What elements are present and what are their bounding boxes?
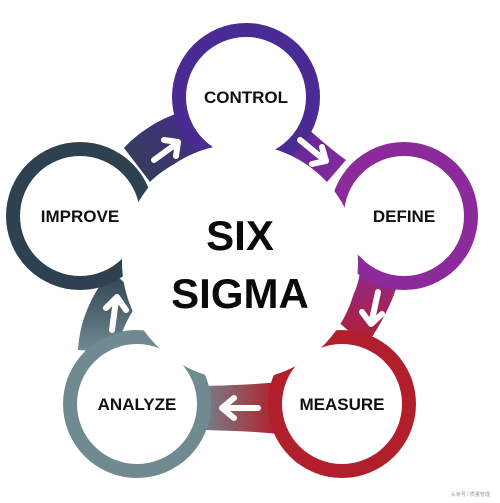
node-disks bbox=[20, 37, 464, 464]
analyze-disk bbox=[77, 344, 197, 464]
measure-disk bbox=[282, 344, 402, 464]
control-label: CONTROL bbox=[204, 88, 288, 107]
control-disk bbox=[186, 37, 306, 157]
analyze-label: ANALYZE bbox=[98, 395, 177, 414]
improve-label: IMPROVE bbox=[41, 207, 119, 226]
arrow-improve-to-control-icon bbox=[151, 137, 181, 163]
define-label: DEFINE bbox=[373, 207, 435, 226]
watermark: 头条号 / 质量管理 bbox=[451, 491, 490, 498]
center-title-line1: SIX bbox=[206, 212, 274, 259]
define-disk bbox=[344, 156, 464, 276]
flow-arrows bbox=[103, 137, 385, 421]
measure-label: MEASURE bbox=[299, 395, 384, 414]
center-title-line2: SIGMA bbox=[171, 270, 309, 317]
arrow-analyze-to-improve-icon bbox=[103, 294, 129, 333]
improve-disk bbox=[20, 156, 140, 276]
arrow-define-to-measure-icon bbox=[359, 289, 385, 327]
arrow-measure-to-analyze-icon bbox=[219, 395, 261, 421]
center-hub bbox=[122, 144, 358, 380]
arrow-control-to-define-icon bbox=[297, 137, 329, 167]
